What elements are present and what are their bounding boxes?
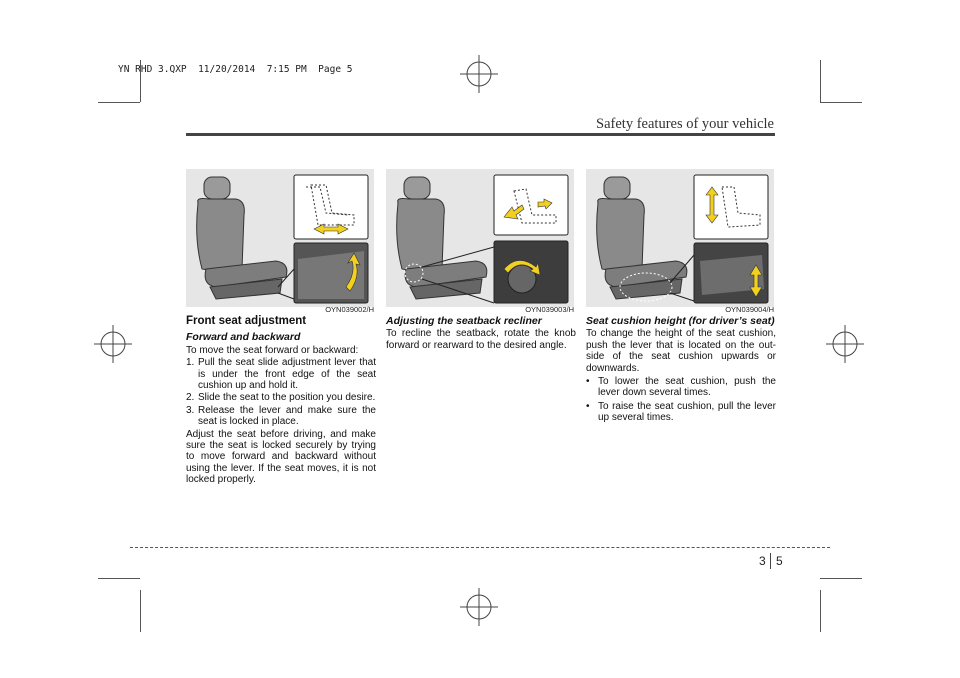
- vertical-arrow-icon: [705, 186, 719, 224]
- list-text: Release the lever and make sure the seat…: [198, 404, 376, 428]
- recline-arrow-icon: [503, 204, 525, 220]
- bullet-text: To raise the seat cushion, pull the leve…: [598, 400, 776, 424]
- list-number: 3.: [186, 404, 195, 416]
- paragraph: To recline the seatback, rotate the knob…: [386, 328, 576, 351]
- chapter-number: 3: [759, 554, 766, 568]
- column-cushion-height: Seat cushion height (for driver’s seat) …: [586, 315, 776, 425]
- list-item: 1.Pull the seat slide adjustment lever t…: [186, 357, 376, 391]
- crop-mark: [820, 590, 821, 632]
- header-rule: [186, 133, 775, 136]
- bullet-mark: •: [586, 400, 590, 412]
- list-item: 3.Release the lever and make sure the se…: [186, 405, 376, 428]
- seat-slide-illustration: [186, 169, 374, 307]
- section-title: Safety features of your vehicle: [596, 116, 774, 132]
- figure-code: OYN039003/H: [525, 305, 574, 314]
- crop-mark: [820, 578, 862, 579]
- registration-mark-top: [460, 55, 498, 93]
- registration-mark-bottom: [460, 588, 498, 626]
- paragraph: Adjust the seat before driving, and make…: [186, 428, 376, 486]
- crop-mark: [98, 578, 140, 579]
- paragraph: To change the height of the seat cushion…: [586, 328, 776, 374]
- list-text: Slide the seat to the position you desir…: [198, 392, 376, 404]
- crop-mark: [140, 60, 141, 102]
- print-slug: YN RHD 3.QXP 11/20/2014 7:15 PM Page 5: [118, 64, 353, 75]
- seat-height-illustration: [586, 169, 774, 307]
- column-front-seat: Front seat adjustment Forward and backwa…: [186, 315, 376, 487]
- paragraph: To move the seat forward or backward:: [186, 344, 359, 356]
- list-item: 2.Slide the seat to the position you des…: [186, 392, 376, 403]
- list-text: Pull the seat slide adjustment lever tha…: [198, 357, 376, 392]
- section-heading: Front seat adjustment: [186, 315, 307, 327]
- registration-mark-right: [826, 325, 864, 363]
- rotate-knob-icon: [503, 260, 541, 276]
- seat-icon: [196, 176, 288, 300]
- bullet-item: • To raise the seat cushion, pull the lev…: [586, 401, 776, 424]
- bullet-item: • To lower the seat cushion, push the lev…: [586, 376, 776, 399]
- subheading: Seat cushion height (for driver’s seat): [586, 315, 775, 327]
- seat-icon: [396, 176, 488, 300]
- lift-arrow-icon: [345, 252, 361, 292]
- page-number-divider: [770, 553, 771, 569]
- subheading: Forward and backward: [186, 331, 301, 344]
- crop-mark: [140, 590, 141, 632]
- crop-mark: [98, 102, 140, 103]
- column-recliner: Adjusting the seatback recliner To recli…: [386, 315, 576, 352]
- page-number: 5: [776, 554, 783, 568]
- crop-mark: [820, 102, 862, 103]
- pump-lever-arrow-icon: [749, 264, 763, 298]
- list-number: 2.: [186, 392, 195, 404]
- footer-rule: [130, 547, 830, 548]
- figure-code: OYN039002/H: [325, 305, 374, 314]
- upright-arrow-icon: [537, 198, 553, 210]
- crop-mark: [820, 60, 821, 102]
- seatback-recliner-illustration: [386, 169, 574, 307]
- double-arrow-icon: [313, 223, 349, 235]
- list-number: 1.: [186, 357, 195, 369]
- figure-code: OYN039004/H: [725, 305, 774, 314]
- bullet-text: To lower the seat cushion, push the leve…: [598, 376, 776, 399]
- subheading: Adjusting the seatback recliner: [386, 315, 542, 327]
- bullet-mark: •: [586, 376, 590, 388]
- registration-mark-left: [94, 325, 132, 363]
- seat-icon: [596, 176, 688, 300]
